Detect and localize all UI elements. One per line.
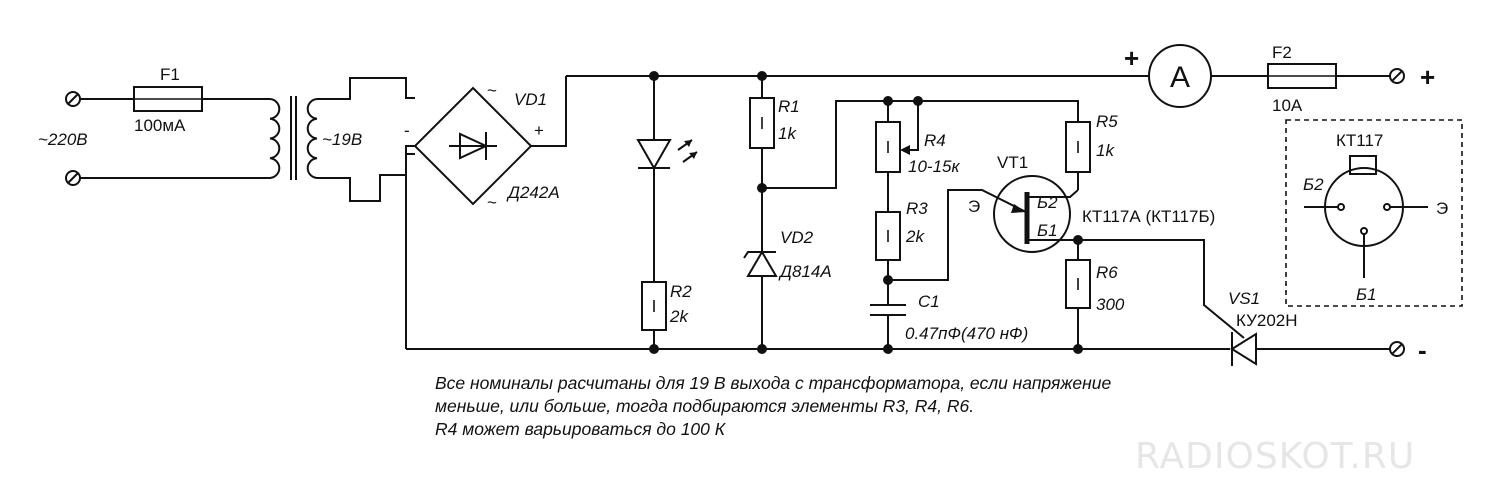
vt1-part: КТ117А (КТ117Б) — [1082, 207, 1215, 226]
r6-label: R6 — [1096, 263, 1118, 282]
f1-label: F1 — [160, 65, 180, 84]
vt1-b2-label: Б2 — [1037, 193, 1058, 212]
pinout-e-label: Э — [1436, 199, 1448, 218]
r3-label: R3 — [906, 199, 928, 218]
r3-value: 2k — [905, 227, 925, 246]
wire — [531, 76, 567, 147]
led — [636, 139, 698, 171]
output-minus-label: - — [1418, 335, 1427, 365]
f1-value: 100мА — [134, 116, 186, 135]
vt1-emitter-label: Э — [968, 197, 980, 216]
pinout-kt117 — [1285, 119, 1463, 307]
wire — [888, 189, 1027, 281]
wire — [904, 101, 919, 151]
note-line-3: R4 может варьироваться до 100 К — [435, 419, 727, 439]
vd1-label: VD1 — [514, 90, 547, 109]
wire — [405, 145, 415, 349]
r2-label: R2 — [670, 282, 692, 301]
f2-value: 10А — [1272, 96, 1303, 115]
pinout-b2-label: Б2 — [1303, 175, 1324, 194]
r5-value: 1k — [1096, 141, 1115, 160]
unijunction-transistor-vt1 — [993, 175, 1079, 253]
r2-value: 2k — [669, 307, 689, 326]
wire — [762, 100, 1079, 189]
wiper-arrow — [900, 145, 910, 155]
bridge-plus-label: + — [534, 121, 544, 140]
r1-value: 1k — [778, 124, 797, 143]
zener-vd2 — [743, 250, 778, 277]
output-plus-label: + — [1420, 62, 1435, 92]
vs1-label: VS1 — [1228, 289, 1260, 308]
wire — [1078, 239, 1245, 339]
watermark: RADIOSKOT.RU — [1135, 436, 1415, 477]
pinout-b1-label: Б1 — [1356, 285, 1377, 304]
r5-label: R5 — [1096, 112, 1118, 131]
vd1-part: Д242А — [506, 183, 560, 202]
transformer — [269, 96, 318, 180]
ammeter-plus-label: + — [1124, 43, 1139, 73]
ammeter-symbol: A — [1170, 61, 1190, 94]
bridge-minus-label: - — [404, 121, 410, 140]
r4-value: 10-15к — [908, 157, 960, 176]
emitter-arrow — [1011, 204, 1026, 213]
r1-label: R1 — [778, 97, 800, 116]
vd2-label: VD2 — [780, 228, 814, 247]
r4-label: R4 — [924, 131, 946, 150]
wire — [317, 77, 415, 100]
note-line-2: меньше, или больше, тогда подбираются эл… — [435, 396, 974, 416]
mains-terminal-top — [65, 91, 81, 107]
vt1-label: VT1 — [997, 153, 1028, 172]
capacitor-c1 — [870, 304, 906, 316]
mains-terminal-bottom — [65, 170, 81, 186]
wire — [317, 153, 415, 202]
output-terminal-minus — [1389, 341, 1405, 357]
c1-label: C1 — [918, 292, 940, 311]
vs1-part: КУ202Н — [1236, 311, 1298, 330]
c1-value: 0.47пФ(470 нФ) — [905, 324, 1028, 343]
vt1-b1-label: Б1 — [1037, 221, 1058, 240]
secondary-voltage-label: ~19В — [322, 130, 362, 149]
vd2-part: Д814А — [778, 262, 832, 281]
r6-value: 300 — [1096, 295, 1125, 314]
note-line-1: Все номиналы расчитаны для 19 В выхода с… — [435, 373, 1111, 393]
f2-label: F2 — [1272, 43, 1292, 62]
mains-voltage-label: ~220В — [38, 130, 88, 149]
diode-bridge-vd1 — [413, 86, 533, 206]
pinout-title: КТ117 — [1336, 131, 1383, 150]
output-terminal-plus — [1389, 68, 1405, 84]
bridge-ac-symbol: ~ — [487, 81, 497, 100]
bridge-ac-symbol: ~ — [487, 193, 497, 212]
